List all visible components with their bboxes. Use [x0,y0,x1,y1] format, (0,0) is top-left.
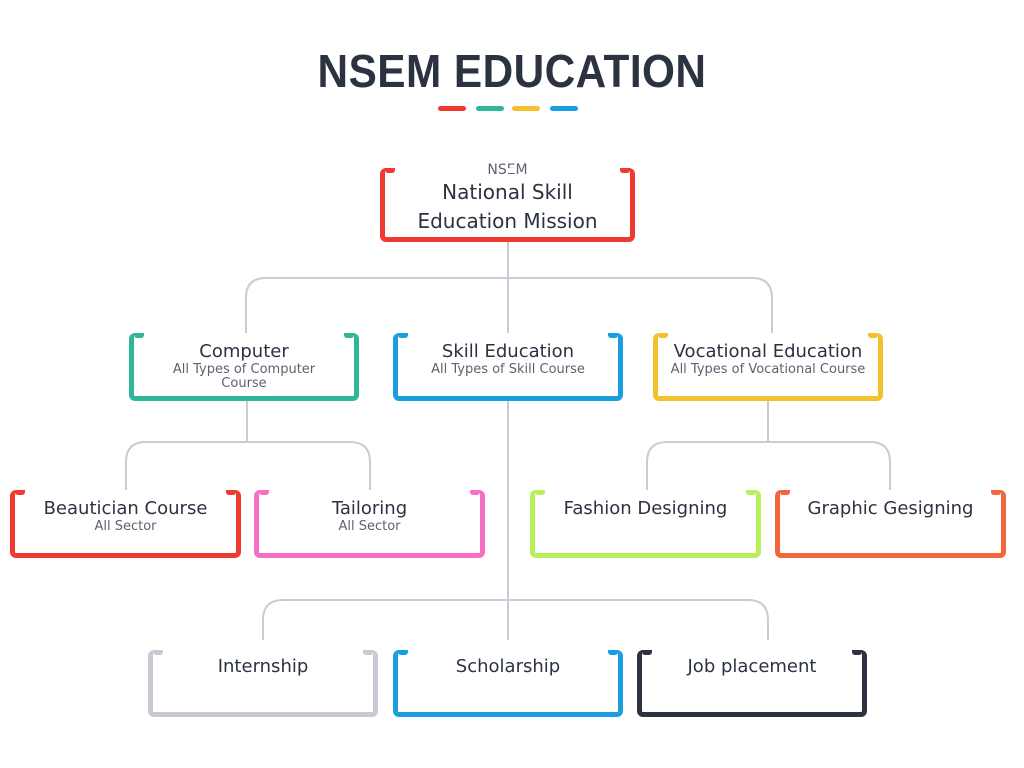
node-subtitle: All Types of Computer Course [172,362,316,391]
node-corner-left [398,333,408,338]
node-corner-right [868,333,878,338]
title-underline-dash-red [438,106,466,111]
node-title: Tailoring [331,498,408,519]
node-corner-right [852,650,862,655]
page-title: NSEM EDUCATION [317,45,707,97]
node-scholarship: Scholarship [393,650,623,717]
node-corner-right [991,490,1001,495]
node-subtitle: All Types of Vocational Course [670,362,866,377]
node-corner-left [259,490,269,495]
node-graphic-gesigning: Graphic Gesigning [775,490,1006,558]
node-corner-right [746,490,756,495]
node-subtitle: All Types of Skill Course [431,362,585,377]
node-corner-left [642,650,652,655]
node-vocational-education: Vocational Education All Types of Vocati… [653,333,883,401]
node-skill-education: Skill Education All Types of Skill Cours… [393,333,623,401]
node-corner-left [153,650,163,655]
node-corner-left [134,333,144,338]
node-title: Computer [199,341,289,362]
title-underline-dash-green [476,106,504,111]
node-corner-left [535,490,545,495]
node-beautician-course: Beautician Course All Sector [10,490,241,558]
node-corner-right [226,490,236,495]
node-corner-left [385,168,395,173]
title-underline-dash-yellow [512,106,540,111]
node-title: Vocational Education [673,341,863,362]
node-fashion-designing: Fashion Designing [530,490,761,558]
connector-root-branch [245,277,773,336]
node-corner-left [780,490,790,495]
node-subtitle: All Sector [338,519,401,534]
node-root-title-line2: Education Mission [417,209,598,233]
connector-vocational-branch [646,441,891,492]
node-corner-right [363,650,373,655]
node-corner-right [344,333,354,338]
node-internship: Internship [148,650,378,717]
node-title: Graphic Gesigning [807,498,974,519]
node-root-title-line1: National Skill [442,180,573,204]
node-job-placement: Job placement [637,650,867,717]
node-computer: Computer All Types of Computer Course [129,333,359,401]
node-title: Scholarship [455,656,561,677]
node-corner-left [398,650,408,655]
node-title: Internship [217,656,309,677]
node-tailoring: Tailoring All Sector [254,490,485,558]
node-corner-right [620,168,630,173]
node-corner-right [470,490,480,495]
node-corner-right [608,333,618,338]
node-corner-left [658,333,668,338]
node-title: Job placement [687,656,817,677]
node-title: Beautician Course [43,498,208,519]
node-subtitle: All Sector [94,519,157,534]
title-underline-dash-blue [550,106,578,111]
node-root-label: NSEM [487,162,528,178]
node-corner-left [15,490,25,495]
node-title: Fashion Designing [563,498,728,519]
node-national-skill-education-mission: NSEM National Skill Education Mission [380,162,635,242]
node-corner-right [608,650,618,655]
connector-computer-branch [125,441,371,492]
node-title: Skill Education [441,341,575,362]
connector-skill-branch [262,599,769,640]
